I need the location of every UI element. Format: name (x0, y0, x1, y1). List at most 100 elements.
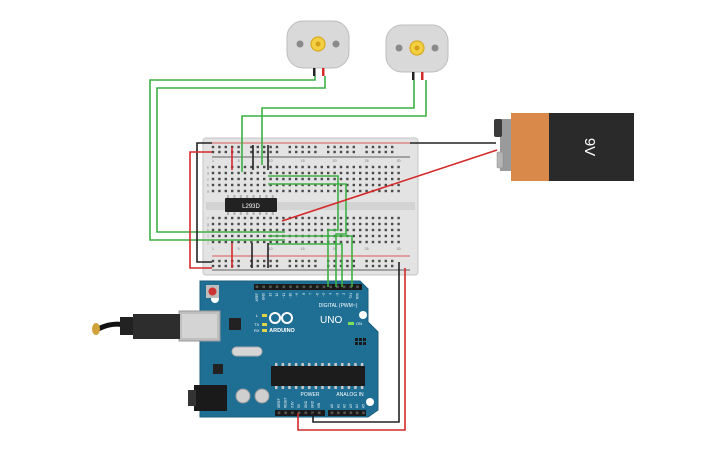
breadboard-hole[interactable] (250, 189, 253, 193)
breadboard-hole[interactable] (275, 222, 279, 226)
breadboard-hole[interactable] (397, 183, 400, 187)
breadboard-hole[interactable] (301, 228, 304, 232)
breadboard-hole[interactable] (256, 183, 259, 187)
breadboard-hole[interactable] (237, 189, 240, 193)
breadboard-hole[interactable] (275, 183, 279, 187)
wire-red-5v[interactable] (297, 268, 406, 431)
breadboard-hole[interactable] (211, 234, 215, 238)
breadboard-hole[interactable] (314, 228, 317, 232)
breadboard-rail-hole[interactable] (346, 150, 349, 154)
power-pin-socket[interactable] (311, 411, 314, 415)
breadboard-hole[interactable] (384, 183, 387, 187)
breadboard-rail-hole[interactable] (224, 264, 227, 268)
breadboard-hole[interactable] (378, 177, 381, 181)
breadboard-hole[interactable] (224, 189, 227, 193)
breadboard-hole[interactable] (218, 234, 221, 238)
breadboard-rail-hole[interactable] (211, 150, 215, 154)
breadboard-hole[interactable] (333, 183, 336, 187)
breadboard-hole[interactable] (250, 165, 253, 169)
digital-pin-socket[interactable] (316, 285, 319, 289)
wire-green-signal-2[interactable] (268, 183, 347, 287)
breadboard-rail-hole[interactable] (333, 145, 336, 149)
breadboard-hole[interactable] (256, 165, 259, 169)
breadboard-hole[interactable] (314, 177, 317, 181)
breadboard-hole[interactable] (365, 228, 368, 232)
breadboard-hole[interactable] (397, 171, 400, 175)
breadboard-hole[interactable] (339, 228, 343, 232)
power-pin-socket[interactable] (291, 411, 294, 415)
breadboard-rail-hole[interactable] (218, 150, 221, 154)
breadboard-hole[interactable] (365, 240, 368, 244)
breadboard-hole[interactable] (224, 240, 227, 244)
breadboard-hole[interactable] (314, 222, 317, 226)
breadboard-hole[interactable] (352, 177, 355, 181)
breadboard-rail-hole[interactable] (263, 150, 266, 154)
breadboard-hole[interactable] (256, 222, 259, 226)
breadboard-rail-hole[interactable] (346, 264, 349, 268)
breadboard-hole[interactable] (288, 183, 291, 187)
breadboard-hole[interactable] (275, 177, 279, 181)
breadboard-hole[interactable] (275, 216, 279, 220)
breadboard-rail-hole[interactable] (295, 145, 298, 149)
breadboard-rail-hole[interactable] (211, 145, 215, 149)
breadboard-hole[interactable] (346, 177, 349, 181)
breadboard-hole[interactable] (352, 165, 355, 169)
breadboard-rail-hole[interactable] (275, 264, 279, 268)
power-jack[interactable] (194, 385, 227, 411)
breadboard-hole[interactable] (339, 177, 343, 181)
breadboard-hole[interactable] (250, 216, 253, 220)
breadboard-rail-hole[interactable] (250, 145, 253, 149)
analog-pin-socket[interactable] (330, 411, 334, 415)
breadboard-rail-hole[interactable] (391, 145, 394, 149)
breadboard-hole[interactable] (359, 234, 362, 238)
breadboard-hole[interactable] (307, 177, 311, 181)
breadboard-rail-hole[interactable] (333, 150, 336, 154)
power-pin-socket[interactable] (277, 411, 281, 415)
breadboard-hole[interactable] (352, 222, 355, 226)
breadboard-hole[interactable] (371, 216, 375, 220)
breadboard-rail-hole[interactable] (224, 150, 227, 154)
breadboard-hole[interactable] (397, 189, 400, 193)
breadboard-hole[interactable] (237, 171, 240, 175)
breadboard-hole[interactable] (327, 216, 330, 220)
breadboard-rail-hole[interactable] (301, 259, 304, 263)
wire-green-signal-1[interactable] (268, 175, 339, 287)
breadboard-hole[interactable] (237, 183, 240, 187)
breadboard-hole[interactable] (295, 165, 298, 169)
motor-terminal-negative[interactable] (412, 72, 415, 80)
breadboard-rail-hole[interactable] (384, 264, 387, 268)
motor-terminal-negative[interactable] (313, 68, 316, 76)
breadboard-hole[interactable] (288, 165, 291, 169)
breadboard-hole[interactable] (339, 216, 343, 220)
breadboard-hole[interactable] (384, 177, 387, 181)
wire-green-motor2-b[interactable] (241, 80, 427, 172)
breadboard-hole[interactable] (307, 216, 311, 220)
breadboard-hole[interactable] (243, 228, 247, 232)
breadboard-rail-hole[interactable] (371, 150, 375, 154)
breadboard-hole[interactable] (295, 240, 298, 244)
digital-pin-socket[interactable] (322, 285, 326, 289)
breadboard-rail-hole[interactable] (269, 259, 272, 263)
breadboard-rail-hole[interactable] (352, 264, 355, 268)
breadboard-hole[interactable] (250, 228, 253, 232)
breadboard-rail-hole[interactable] (371, 145, 375, 149)
breadboard-hole[interactable] (384, 222, 387, 226)
breadboard-rail-hole[interactable] (295, 150, 298, 154)
breadboard-rail-hole[interactable] (237, 264, 240, 268)
breadboard-hole[interactable] (378, 165, 381, 169)
reset-button-cap[interactable] (208, 287, 217, 296)
breadboard-hole[interactable] (282, 165, 285, 169)
breadboard-hole[interactable] (263, 240, 266, 244)
breadboard-hole[interactable] (365, 171, 368, 175)
breadboard-hole[interactable] (250, 177, 253, 181)
breadboard-hole[interactable] (237, 177, 240, 181)
breadboard-hole[interactable] (282, 183, 285, 187)
breadboard-hole[interactable] (359, 189, 362, 193)
breadboard-hole[interactable] (346, 240, 349, 244)
battery-positive-terminal[interactable] (496, 151, 504, 169)
breadboard-rail-hole[interactable] (378, 259, 381, 263)
breadboard-rail-hole[interactable] (314, 150, 317, 154)
breadboard-hole[interactable] (243, 165, 247, 169)
breadboard-hole[interactable] (371, 183, 375, 187)
breadboard-hole[interactable] (346, 216, 349, 220)
